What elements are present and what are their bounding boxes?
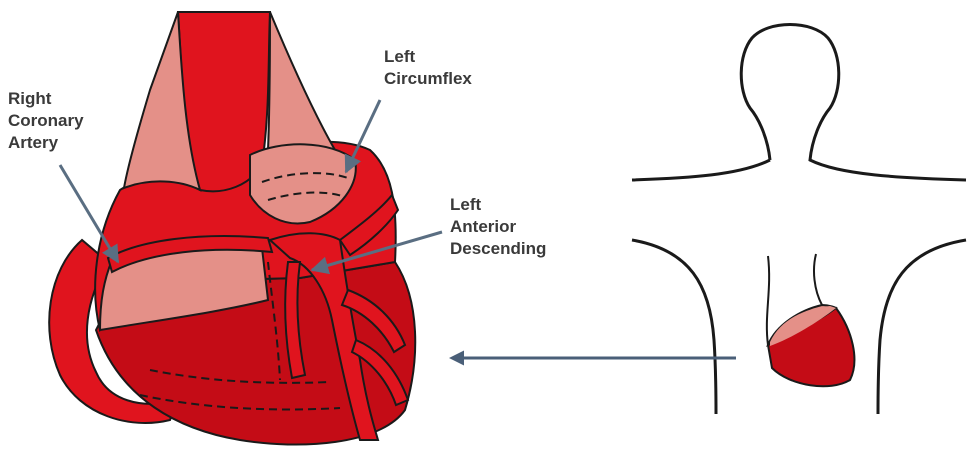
label-left-circumflex: Left Circumflex: [384, 47, 472, 88]
left-shoulder-outline: [632, 160, 770, 180]
label-left-anterior-descending: Left Anterior Descending: [450, 195, 546, 258]
torso-left-outline: [632, 240, 716, 414]
torso-illustration: [632, 25, 966, 415]
small-heart-outline: [767, 256, 769, 345]
head-neck-outline: [741, 25, 966, 181]
heart-illustration: [49, 12, 415, 445]
torso-right-outline: [878, 240, 966, 414]
label-right-coronary-line2: Coronary: [8, 111, 84, 130]
label-left-circumflex-line2: Circumflex: [384, 69, 472, 88]
label-right-coronary-line3: Artery: [8, 133, 59, 152]
label-right-coronary-line1: Right: [8, 89, 52, 108]
superior-vessel: [268, 12, 335, 150]
label-lad-line3: Descending: [450, 239, 546, 258]
label-left-circumflex-line1: Left: [384, 47, 416, 66]
label-lad-line2: Anterior: [450, 217, 517, 236]
label-right-coronary-artery: Right Coronary Artery: [8, 89, 84, 152]
label-lad-line1: Left: [450, 195, 482, 214]
